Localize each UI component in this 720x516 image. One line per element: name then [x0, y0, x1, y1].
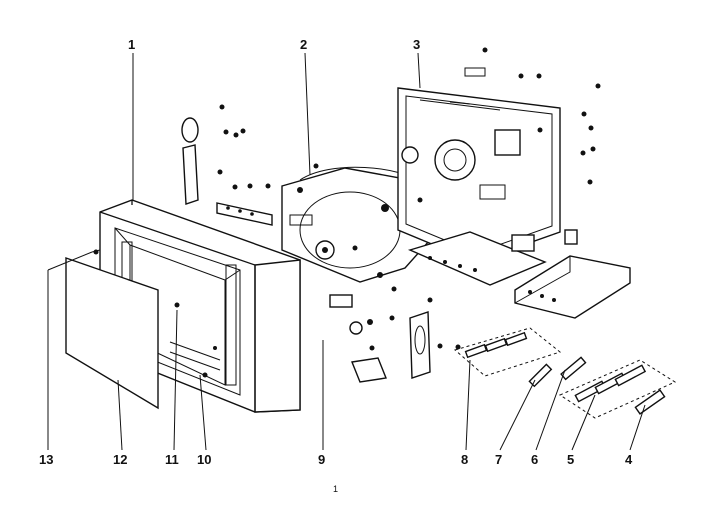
- callout-7: 7: [495, 452, 502, 467]
- knob-4: [634, 389, 666, 415]
- callout-6: 6: [531, 452, 538, 467]
- knob-set-8: [453, 327, 562, 377]
- footer-mark: 1: [333, 484, 338, 494]
- callout-13: 13: [39, 452, 53, 467]
- callout-10: 10: [197, 452, 211, 467]
- control-module: [329, 294, 431, 383]
- callout-12: 12: [113, 452, 127, 467]
- speaker-bracket: [181, 117, 273, 226]
- leader-lines: [47, 52, 646, 451]
- callout-8: 8: [461, 452, 468, 467]
- callout-9: 9: [318, 452, 325, 467]
- callout-1: 1: [128, 37, 135, 52]
- tuner-bracket: [514, 229, 631, 319]
- rear-cover-panel: [65, 249, 159, 410]
- signal-board: [407, 231, 547, 286]
- knob-6: [560, 356, 587, 381]
- callout-4: 4: [625, 452, 633, 467]
- callout-2: 2: [300, 37, 307, 52]
- callout-5: 5: [567, 452, 574, 467]
- screws: [174, 47, 601, 351]
- callout-labels: 1 2 3 4 5 6 7 8 9 10 11 12 13 1: [39, 37, 633, 494]
- knob-set-5: [558, 359, 677, 419]
- knob-7: [528, 363, 553, 388]
- callout-3: 3: [413, 37, 420, 52]
- callout-11: 11: [165, 452, 179, 467]
- main-chassis-board: [397, 67, 561, 263]
